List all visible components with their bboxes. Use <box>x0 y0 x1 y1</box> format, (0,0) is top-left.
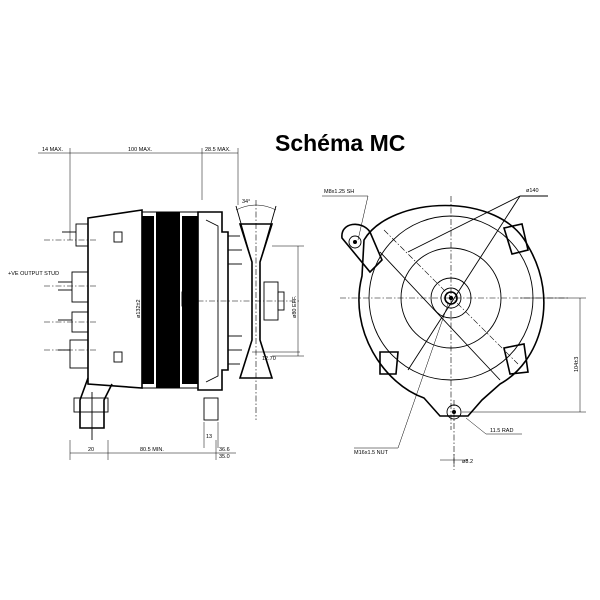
page-title: Schéma MC <box>275 130 406 156</box>
front-view: ø140 M8x1.25 SH 104±3 11.5 RAD M16x1.5 N… <box>322 188 586 470</box>
dim-13: 13 <box>206 434 212 440</box>
dim-36-6: 36.6 <box>219 447 230 453</box>
rad-11-5-label: 11.5 RAD <box>490 428 513 434</box>
dia-140-label: ø140 <box>526 188 539 194</box>
dia-132-label: ø132±2 <box>136 299 142 318</box>
dim-14-max: 14 MAX. <box>42 147 64 153</box>
dim-100-max: 100 MAX. <box>128 147 153 153</box>
dim-28-5-max: 28.5 MAX. <box>205 147 231 153</box>
m8-sh-label: M8x1.25 SH <box>324 189 354 195</box>
dim-12-70: 12.70 <box>262 356 276 362</box>
dim-20: 20 <box>88 447 94 453</box>
dim-80-5-min: 80.5 MIN. <box>140 447 164 453</box>
dim-104-label: 104±3 <box>574 357 580 372</box>
m16-nut-label: M16x1.5 NUT <box>354 450 389 456</box>
dim-35-0: 35.0 <box>219 454 230 460</box>
side-view: 14 MAX. 100 MAX. 28.5 MAX. 34° +VE OUTPU… <box>8 147 304 460</box>
dia-80-label: ø80 EFF. <box>292 295 298 318</box>
dim-34-deg: 34° <box>242 199 250 205</box>
output-stud-label: +VE OUTPUT STUD <box>8 271 59 277</box>
dia-8-2-label: ø8.2 <box>462 459 473 465</box>
